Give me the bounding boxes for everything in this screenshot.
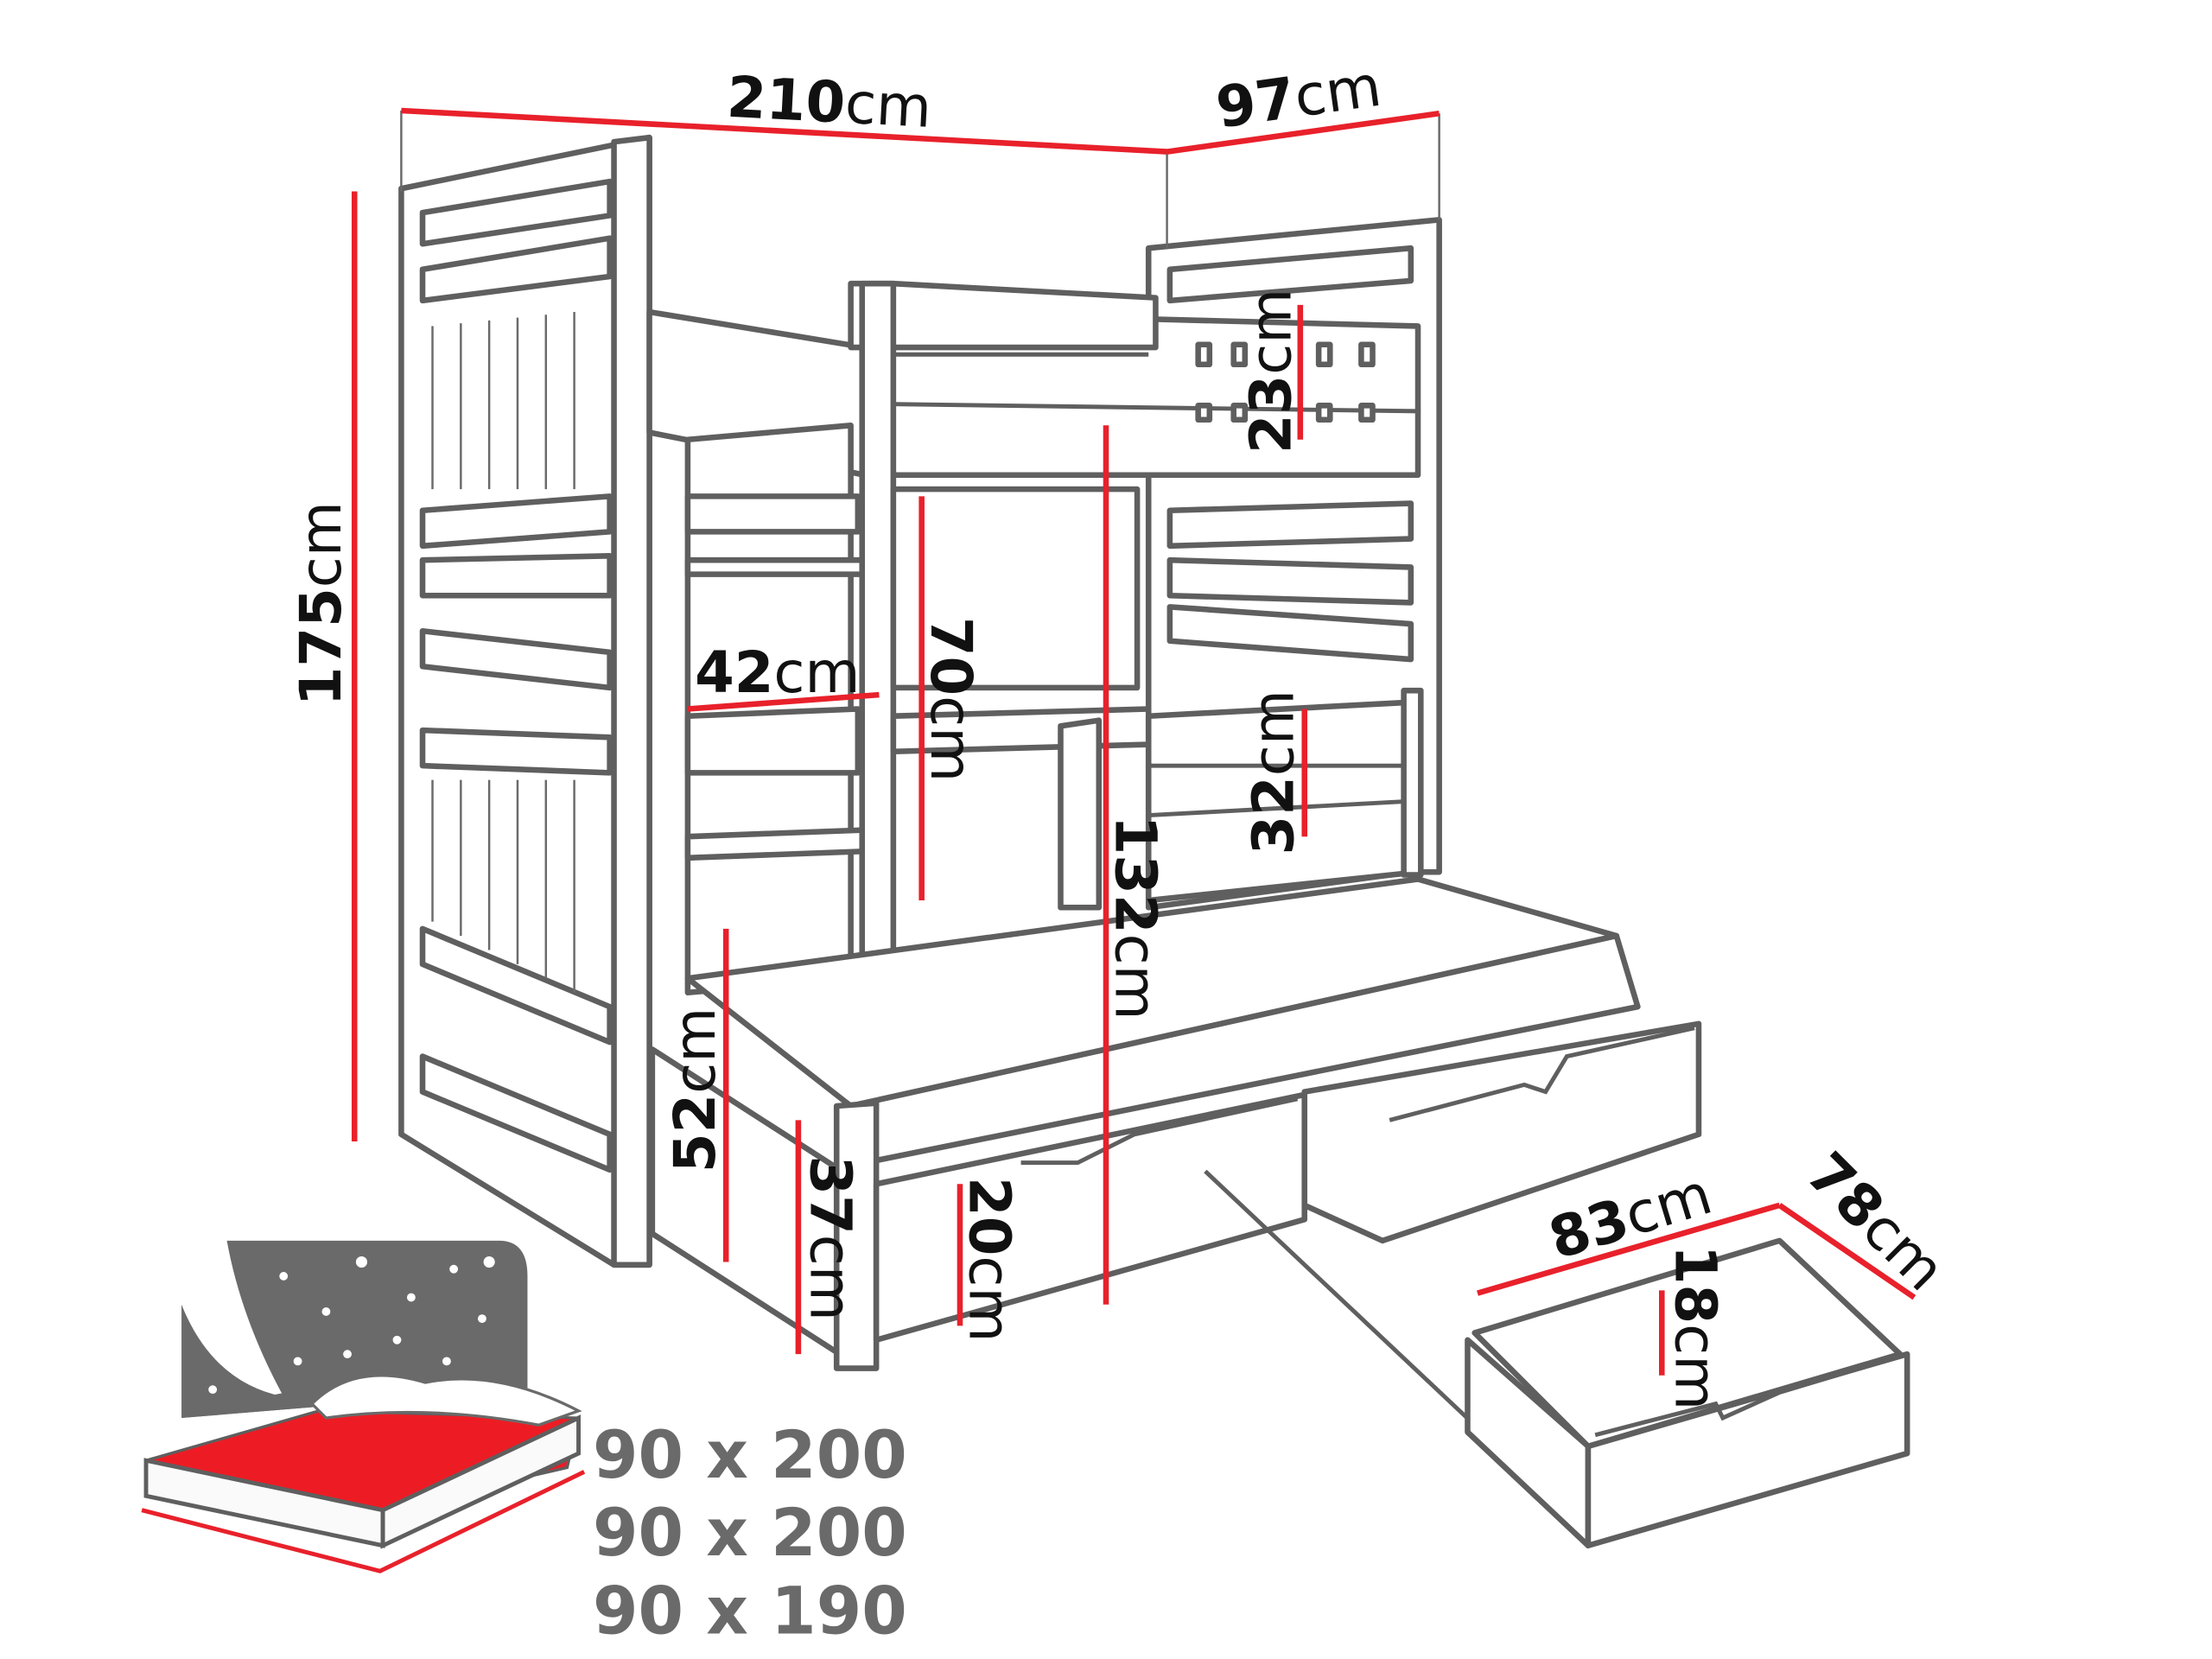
dimension-lines (351, 107, 1916, 1376)
drawer-height-label: 18cm (1662, 1245, 1728, 1410)
entry-opening-label: 70cm (918, 617, 983, 782)
top-rail-slots (1195, 341, 1376, 423)
mattress-size-bottom: 90 x 190 (593, 1573, 907, 1649)
mattress-night-icon (141, 1240, 586, 1573)
middle-bed-height-label: 52cm (663, 1007, 728, 1173)
top-rail-label: 23cm (1238, 289, 1304, 454)
ladder-step-label: 42cm (695, 640, 860, 706)
pullout-bed (649, 876, 1702, 1427)
pullout-height-label: 37cm (798, 1155, 863, 1320)
middle-rail-label: 32cm (1242, 690, 1307, 855)
depth-label: 97cm (1212, 54, 1385, 142)
left-end-frame (398, 134, 652, 1268)
top-bed-height-label: 132cm (1102, 816, 1167, 1020)
width-label: 210cm (725, 65, 933, 141)
drawer-front-label: 20cm (956, 1177, 1021, 1342)
drawer-detail (1465, 1237, 1910, 1548)
mattress-size-middle: 90 x 200 (593, 1495, 907, 1571)
height-label: 175cm (289, 501, 354, 706)
middle-section (684, 280, 1424, 995)
mattress-size-top: 90 x 200 (593, 1417, 907, 1493)
